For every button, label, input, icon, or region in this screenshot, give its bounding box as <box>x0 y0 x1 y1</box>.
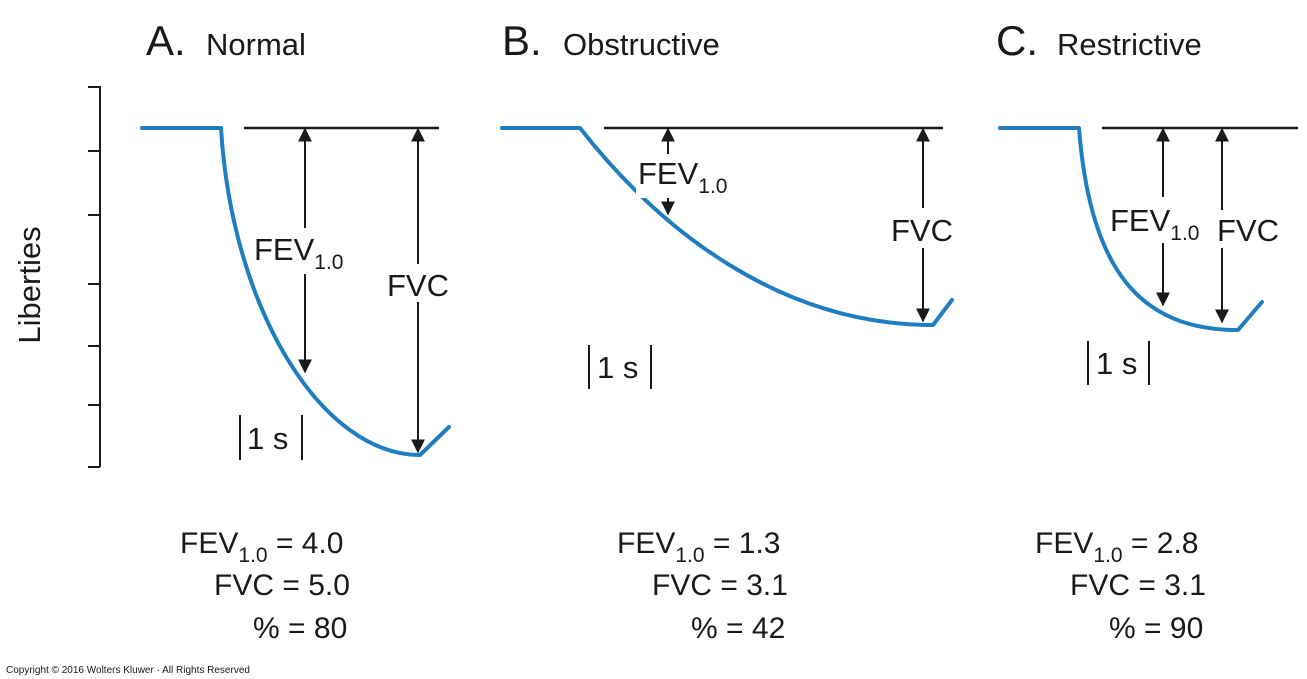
panel-title: Restrictive <box>1057 27 1202 62</box>
panel-letter: B. <box>502 17 542 64</box>
panel-letter: C. <box>996 17 1038 64</box>
fvc-label: FVC <box>1217 213 1279 248</box>
volume-curve <box>998 126 1264 332</box>
fev1-result: FEV1.0 = 4.0 <box>180 527 344 567</box>
fev1-result: FEV1.0 = 2.8 <box>1035 527 1199 567</box>
time-scale-label: 1 s <box>247 421 288 456</box>
volume-curve <box>140 126 451 457</box>
fvc-label: FVC <box>891 213 953 248</box>
fev1-result: FEV1.0 = 1.3 <box>617 527 781 567</box>
y-axis <box>88 86 101 468</box>
results: FEV1.0 = 1.3 FVC = 3.1 % = 42 <box>617 527 788 645</box>
time-scale: 1 s <box>239 415 303 460</box>
panel-letter: A. <box>146 17 186 64</box>
results: FEV1.0 = 2.8 FVC = 3.1 % = 90 <box>1035 527 1206 645</box>
fev1-label: FEV1.0 <box>638 156 728 198</box>
fev1-label: FEV1.0 <box>254 232 344 274</box>
time-scale: 1 s <box>1087 341 1150 385</box>
panel-restrictive: C. Restrictive FEV1.0 FVC 1 s FEV1.0 = 2… <box>996 17 1298 645</box>
fvc-result: FVC = 3.1 <box>1070 569 1206 602</box>
time-scale-label: 1 s <box>1096 346 1137 381</box>
copyright-notice: Copyright © 2016 Wolters Kluwer · All Ri… <box>6 665 250 676</box>
y-axis-label: Liberties <box>12 226 47 343</box>
fvc-label: FVC <box>387 268 449 303</box>
panel-normal: A. Normal FEV1.0 FVC 1 s FEV1.0 = 4.0 FV… <box>140 17 454 645</box>
fvc-result: FVC = 3.1 <box>652 569 788 602</box>
results: FEV1.0 = 4.0 FVC = 5.0 % = 80 <box>180 527 350 645</box>
percent-result: % = 80 <box>253 612 347 645</box>
percent-result: % = 42 <box>691 612 785 645</box>
time-scale: 1 s <box>588 345 652 389</box>
fvc-result: FVC = 5.0 <box>214 569 350 602</box>
panel-obstructive: B. Obstructive FEV1.0 FVC 1 s FEV1.0 = 1… <box>500 17 960 645</box>
fev1-label: FEV1.0 <box>1110 203 1200 245</box>
panel-title: Obstructive <box>563 27 720 62</box>
panel-title: Normal <box>206 27 306 62</box>
time-scale-label: 1 s <box>597 350 638 385</box>
percent-result: % = 90 <box>1109 612 1203 645</box>
volume-curve <box>500 126 954 327</box>
